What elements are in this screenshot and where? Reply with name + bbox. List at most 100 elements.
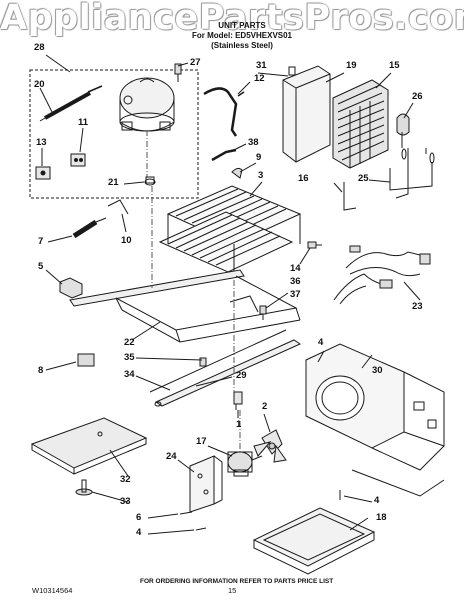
callout-6: 6	[136, 512, 142, 523]
evaporator-cover	[283, 66, 330, 162]
leader-32	[110, 450, 128, 476]
screw-1	[234, 392, 242, 410]
base-rails	[150, 330, 300, 406]
callout-36: 36	[290, 276, 301, 287]
callout-10: 10	[121, 235, 132, 246]
leader-23	[404, 282, 420, 300]
diagram-title: UNIT PARTS	[218, 21, 266, 30]
callout-12: 12	[254, 73, 265, 84]
callout-35: 35	[124, 352, 135, 363]
callout-24: 24	[166, 451, 177, 462]
grommet	[175, 64, 181, 82]
leader-33	[92, 492, 128, 502]
ordering-note: FOR ORDERING INFORMATION REFER TO PARTS …	[140, 578, 334, 585]
finish-line: (Stainless Steel)	[211, 41, 273, 50]
callout-34: 34	[124, 369, 135, 380]
leader-7	[48, 236, 72, 242]
callout-8: 8	[38, 365, 44, 376]
leader-11	[80, 128, 83, 152]
callout-14: 14	[290, 263, 301, 274]
callout-2: 2	[262, 401, 268, 412]
leader-27	[178, 63, 188, 66]
filter-drier	[74, 218, 106, 236]
leader-35	[136, 358, 202, 360]
mounting-frame	[70, 270, 300, 342]
callout-5: 5	[38, 261, 44, 272]
leader-14	[300, 248, 310, 264]
document-number: W10314564	[32, 586, 73, 595]
leader-20	[40, 88, 52, 112]
data-plate	[78, 354, 94, 366]
clip	[344, 182, 356, 210]
rail-bracket	[60, 278, 82, 298]
leader-9	[240, 163, 256, 172]
leader-18	[350, 518, 368, 530]
kit-outline	[30, 70, 198, 198]
leader-19	[326, 73, 344, 82]
callout-30: 30	[372, 365, 383, 376]
fan-shroud	[306, 344, 444, 496]
defrost-heater	[390, 148, 434, 190]
page-number: 15	[228, 586, 237, 595]
callout-16: 16	[298, 173, 309, 184]
wire-10	[108, 200, 128, 214]
leveling-foot	[76, 480, 92, 495]
callout-33: 33	[120, 496, 131, 507]
model-line: For Model: ED5VHEXVS01	[191, 31, 293, 40]
evaporator	[333, 80, 388, 168]
leader-10	[122, 214, 126, 232]
leader-16	[334, 183, 342, 192]
callout-19: 19	[346, 60, 357, 71]
leader-4a	[318, 351, 324, 362]
wire-harness	[334, 246, 430, 304]
callout-31: 31	[256, 60, 267, 71]
callout-37: 37	[290, 289, 301, 300]
tube-assembly	[204, 88, 244, 136]
leader-24	[178, 460, 194, 472]
leader-4b	[148, 530, 194, 534]
defrost-thermostat	[396, 114, 409, 198]
condenser	[160, 186, 300, 272]
start-capacitor	[40, 86, 102, 121]
callout-38: 38	[248, 137, 259, 148]
callout-4-bottom-left: 4	[136, 527, 142, 538]
callout-4-bottom-right: 4	[374, 495, 380, 506]
callout-27: 27	[190, 57, 201, 68]
overload-protector	[36, 167, 50, 179]
callout-28: 28	[34, 42, 45, 53]
screw-6	[180, 512, 192, 514]
alignment-lines	[147, 130, 240, 452]
callout-26: 26	[412, 91, 423, 102]
callout-21: 21	[108, 177, 119, 188]
fan-blade	[254, 430, 286, 462]
callout-7: 7	[38, 236, 44, 247]
leader-12	[238, 82, 250, 94]
drain-pan-cover	[32, 418, 146, 474]
condenser-fan-motor	[228, 452, 262, 476]
leader-15	[376, 73, 391, 88]
leader-28	[46, 55, 70, 72]
leader-25	[369, 180, 390, 182]
callout-25: 25	[358, 173, 369, 184]
leader-21	[124, 182, 144, 184]
leader-6	[148, 514, 178, 518]
callout-1: 1	[236, 419, 242, 430]
callout-9: 9	[256, 152, 262, 163]
callout-20: 20	[34, 79, 45, 90]
leader-3	[250, 182, 262, 196]
leader-5	[46, 270, 62, 284]
leader-29	[196, 377, 232, 386]
callout-22: 22	[124, 337, 135, 348]
callout-11: 11	[78, 117, 89, 128]
screw-4b	[196, 528, 206, 530]
leader-4c	[344, 496, 372, 502]
leader-37	[266, 293, 288, 308]
drier-clip	[232, 168, 242, 178]
tube-38	[212, 150, 236, 160]
callout-29: 29	[236, 370, 247, 381]
relay	[71, 154, 85, 166]
leader-17	[208, 446, 232, 456]
callout-17: 17	[196, 436, 207, 447]
